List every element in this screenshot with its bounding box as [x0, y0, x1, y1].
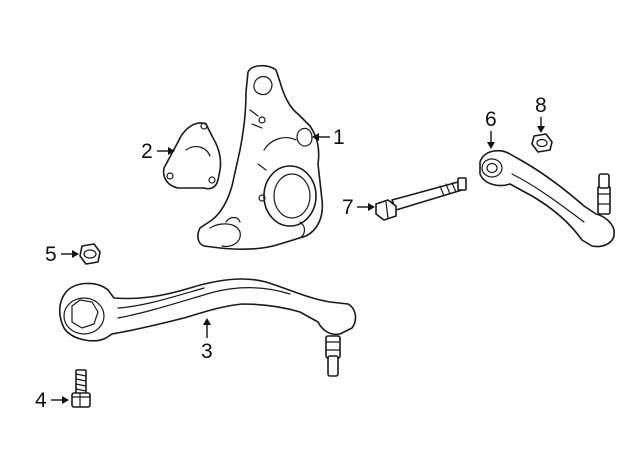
arrowhead	[72, 250, 79, 258]
callout-1[interactable]: 1	[312, 126, 345, 149]
bolt-7[interactable]	[375, 177, 467, 221]
arrowhead	[487, 142, 495, 149]
callout-label: 2	[141, 140, 153, 163]
arrowhead	[368, 203, 375, 211]
callout-8[interactable]: 8	[535, 94, 547, 133]
dust-shield[interactable]	[162, 122, 222, 190]
callout-7[interactable]: 7	[342, 196, 375, 219]
arrowhead	[62, 396, 69, 404]
callout-label: 7	[342, 196, 354, 219]
callout-label: 5	[45, 243, 57, 266]
callout-label: 3	[201, 340, 213, 363]
steering-knuckle[interactable]	[197, 64, 324, 250]
callout-label: 1	[333, 126, 345, 149]
nut-5[interactable]	[79, 243, 101, 265]
callout-2[interactable]: 2	[141, 140, 175, 163]
callout-3[interactable]: 3	[201, 318, 213, 363]
upper-control-arm[interactable]	[479, 149, 615, 248]
arrowhead	[168, 147, 175, 155]
callout-4[interactable]: 4	[35, 389, 69, 412]
callout-label: 4	[35, 389, 47, 412]
arrowhead	[312, 133, 319, 141]
arrowhead	[537, 126, 545, 133]
callout-label: 6	[485, 108, 497, 131]
nut-8[interactable]	[531, 133, 553, 153]
lower-control-arm[interactable]	[58, 278, 357, 377]
bolt-4[interactable]	[71, 369, 91, 408]
callout-5[interactable]: 5	[45, 243, 79, 266]
callout-label: 8	[535, 94, 547, 117]
arrowhead	[203, 318, 211, 325]
callout-6[interactable]: 6	[485, 108, 497, 149]
